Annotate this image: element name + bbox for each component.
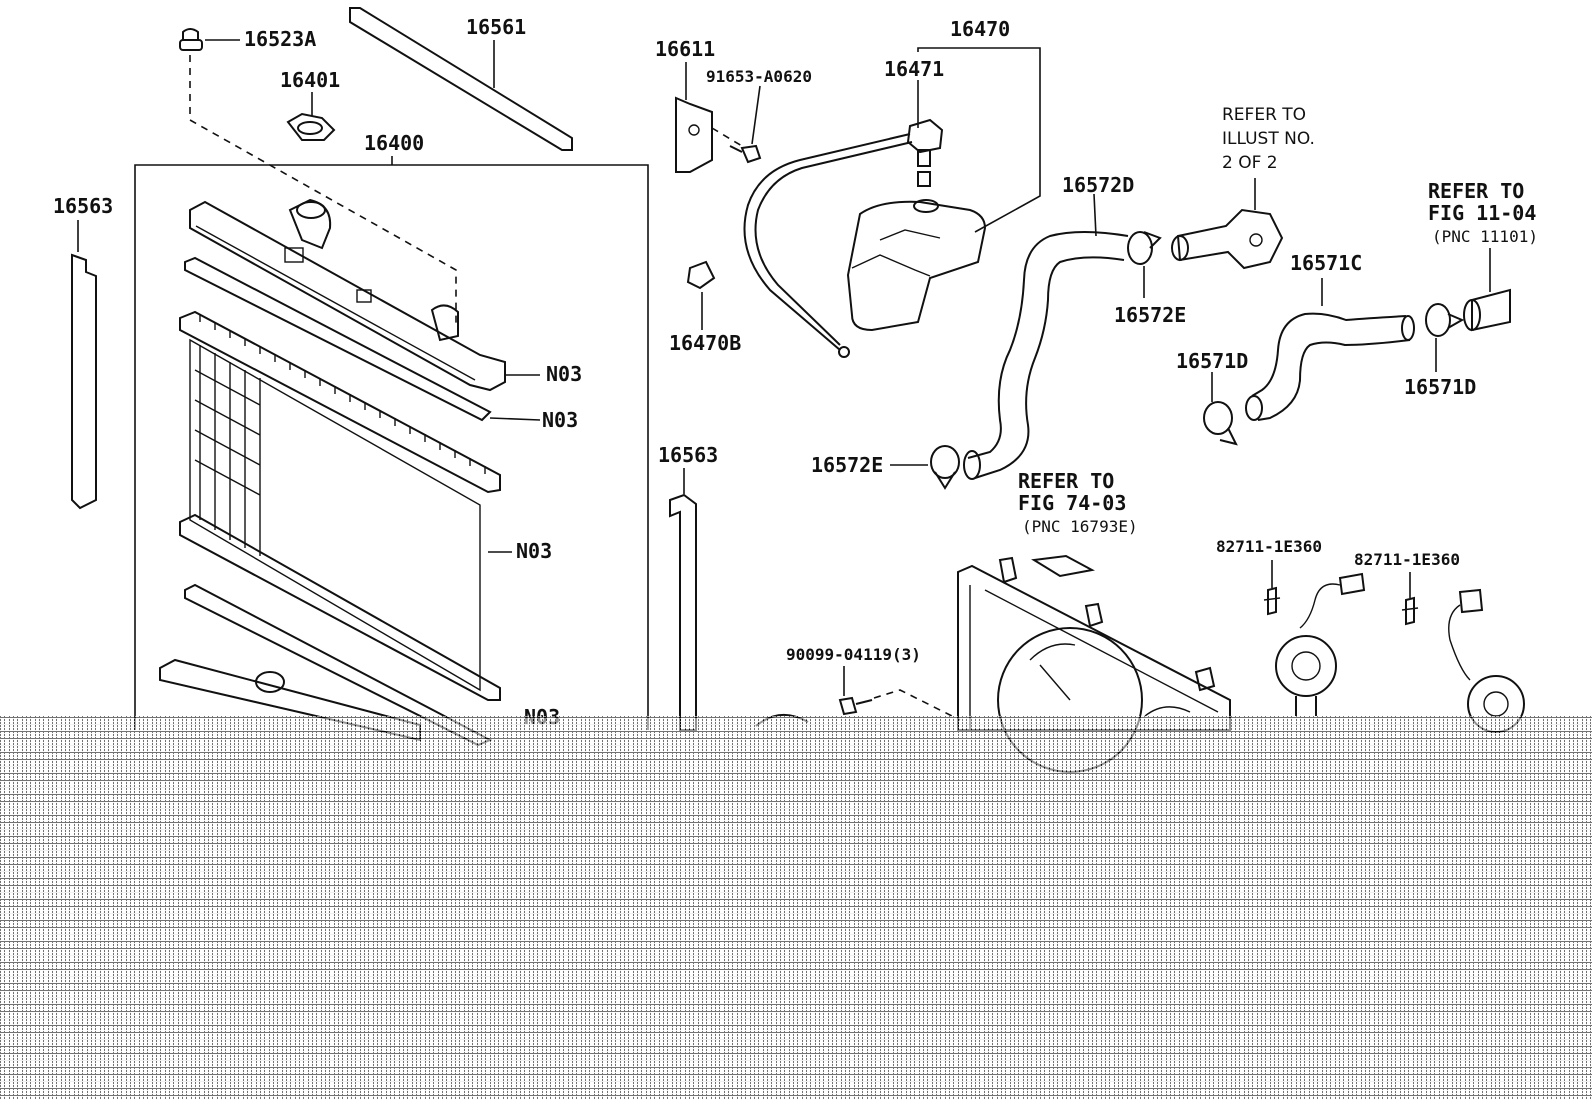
refer-fig1104-line1: REFER TO [1428,179,1524,203]
part-16572E-clamp-upper[interactable] [1127,231,1162,298]
scan-noise-region [0,716,1592,1099]
refer-illust-line3: 2 OF 2 [1222,153,1278,173]
part-label-plate [1031,554,1095,578]
part-fan-motor-left[interactable] [1275,572,1366,716]
radiator-assembly-frame [134,164,649,730]
part-16523A-drain-cock[interactable] [179,28,240,51]
part-91653-bolt[interactable] [729,85,762,164]
label-16572E-upper: 16572E [1114,303,1186,327]
part-16571D-clamp-left[interactable] [1203,372,1238,446]
part-16561-seal[interactable] [349,7,573,151]
label-16571D-right: 16571D [1404,375,1476,399]
part-16572E-clamp-lower[interactable] [890,445,960,490]
label-16400: 16400 [364,131,424,155]
refer-fig7403-line3: (PNC 16793E) [1022,517,1138,536]
label-16611: 16611 [655,37,715,61]
refer-fig1104-line3: (PNC 11101) [1432,227,1538,246]
refer-illust-line2: ILLUST NO. [1222,129,1315,149]
part-90099-bolt[interactable] [838,666,873,716]
label-16401: 16401 [280,68,340,92]
part-16571C-radiator-hose[interactable] [1245,278,1415,421]
refer-fig7403-line2: FIG 74-03 [1018,491,1126,515]
label-16561: 16561 [466,15,526,39]
part-16470-reservoir-tank[interactable] [846,199,987,332]
label-16470B: 16470B [669,331,741,355]
part-16611-bracket[interactable] [675,62,713,173]
label-16563-right: 16563 [658,443,718,467]
label-16571C: 16571C [1290,251,1362,275]
label-16563-left: 16563 [53,194,113,218]
leader-16470 [917,47,1041,233]
label-16523A: 16523A [244,27,316,51]
label-82711-1E360-left: 82711-1E360 [1216,537,1322,556]
dashed-leader-16523A [189,55,457,325]
part-engine-inlet-pipe[interactable] [1463,248,1511,332]
part-fan-motor-right[interactable] [1448,588,1525,733]
part-82711-connector-left[interactable] [1263,560,1281,616]
label-N03-c: N03 [516,539,552,563]
label-91653-A0620: 91653-A0620 [706,67,812,86]
label-16572D: 16572D [1062,173,1134,197]
label-N03-b: N03 [542,408,578,432]
refer-fig1104-line2: FIG 11-04 [1428,201,1536,225]
part-82711-connector-right[interactable] [1401,572,1419,626]
part-16470B-clip[interactable] [686,260,716,330]
part-16471-reservoir-cap[interactable] [906,118,944,187]
part-reservoir-hose[interactable] [743,133,913,358]
label-N03-a: N03 [546,362,582,386]
label-16571D-left: 16571D [1176,349,1248,373]
part-16563-side-seal-left[interactable] [71,220,97,510]
label-90099-04119: 90099-04119(3) [786,645,921,664]
part-16401-radiator-cap[interactable] [286,92,336,141]
label-16572E-lower: 16572E [811,453,883,477]
part-16572D-radiator-hose[interactable] [963,193,1129,480]
part-upper-gasket[interactable] [184,256,541,422]
part-water-outlet[interactable] [1171,178,1284,270]
label-82711-1E360-right: 82711-1E360 [1354,550,1460,569]
label-16471: 16471 [884,57,944,81]
label-16470: 16470 [950,17,1010,41]
part-radiator-upper-tank[interactable] [189,198,540,392]
part-16563-side-seal-right[interactable] [669,468,697,731]
refer-illust-line1: REFER TO [1222,105,1306,125]
part-radiator-core[interactable] [179,310,512,701]
refer-fig7403-line1: REFER TO [1018,469,1114,493]
part-16571D-clamp-right[interactable] [1425,303,1465,372]
